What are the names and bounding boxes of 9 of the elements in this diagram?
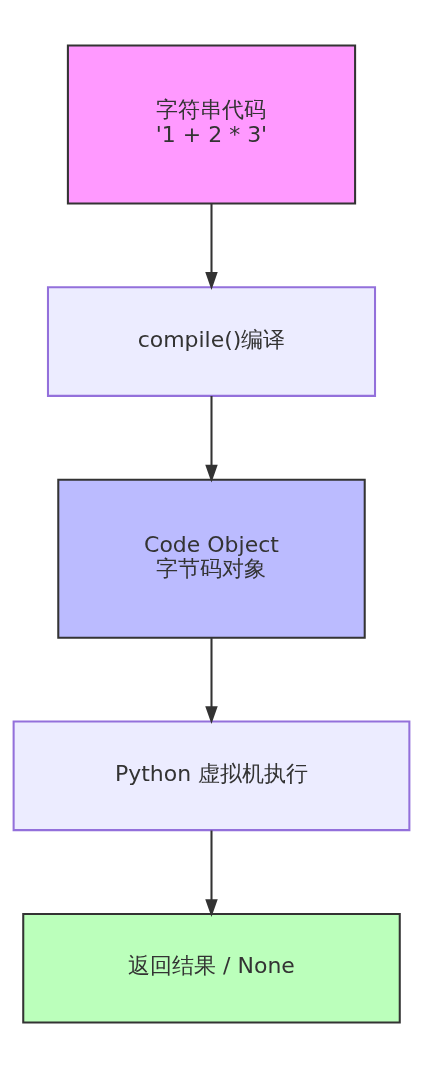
arrow <box>205 638 218 725</box>
node-box: 返回结果 / None <box>22 912 401 1024</box>
arrow <box>205 396 218 483</box>
node-box: compile()编译 <box>46 286 377 397</box>
arrow <box>205 203 218 290</box>
arrow <box>205 830 218 918</box>
node-box: 字符串代码 '1 + 2 * 3' <box>66 44 357 205</box>
node-box: Code Object 字节码对象 <box>57 478 366 639</box>
node-box: Python 虚拟机执行 <box>12 720 411 832</box>
